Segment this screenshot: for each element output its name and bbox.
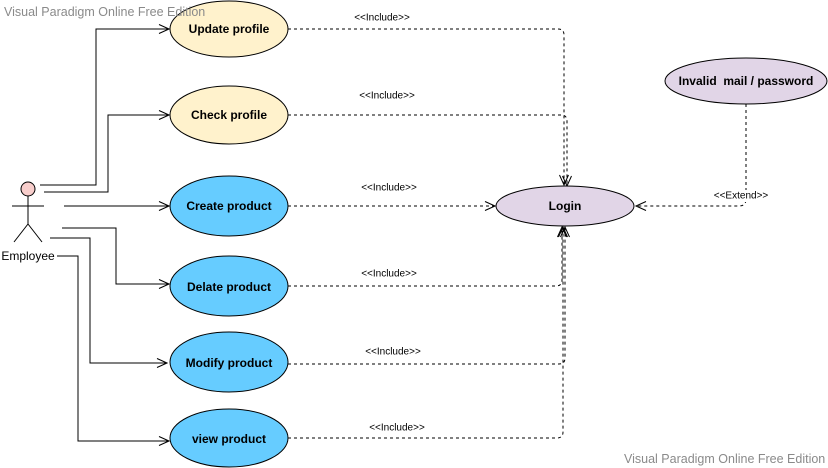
- use-case-shape: [169, 175, 289, 237]
- use-case-shape: [664, 57, 828, 105]
- use-case-shape: [169, 0, 289, 58]
- relationship-labels: <<Include>> <<Include>> <<Include>> <<In…: [354, 13, 772, 434]
- use-case-shape: [495, 185, 635, 227]
- actor-right-leg: [27, 223, 43, 243]
- include-line-update-profile: [288, 28, 564, 185]
- include-label-delate-product: <<Include>>: [361, 269, 417, 280]
- associations: [40, 29, 169, 441]
- include-line-delate-product: [288, 227, 562, 287]
- include-line-check-profile: [288, 114, 567, 186]
- use-case-label: Invalid mail / password: [679, 74, 814, 88]
- extend-label-invalid-mail-password: <<Extend>>: [714, 191, 769, 202]
- use-case-label: Login: [549, 199, 582, 213]
- actor-left-leg: [13, 223, 29, 243]
- use-case-create-product: Create product: [169, 175, 289, 237]
- association-line-delate-product: [62, 227, 169, 284]
- include-line-modify-product: [288, 227, 565, 365]
- use-case-delate-product: Delate product: [169, 255, 289, 317]
- use-case-check-profile: Check profile: [169, 85, 289, 145]
- dependencies: [288, 28, 747, 439]
- use-case-shape: [169, 85, 289, 145]
- use-case-shape: [169, 255, 289, 317]
- use-case-label: Create product: [186, 199, 271, 213]
- use-case-shape: [169, 408, 289, 468]
- actor-head: [20, 181, 36, 197]
- extend-label-background: [711, 190, 772, 202]
- association-line-modify-product: [50, 237, 167, 363]
- association-line-check-profile: [44, 115, 169, 193]
- include-label-create-product: <<Include>>: [361, 183, 417, 194]
- include-label-modify-product: <<Include>>: [365, 347, 421, 358]
- use-case-login: Login: [495, 185, 635, 227]
- watermark-bottom: Visual Paradigm Online Free Edition: [624, 452, 825, 466]
- include-label-update-profile: <<Include>>: [354, 13, 410, 24]
- include-label-check-profile: <<Include>>: [359, 91, 415, 102]
- use-case-label: view product: [192, 432, 266, 446]
- use-case-label: Modify product: [186, 356, 273, 370]
- use-case-update-profile: Update profile: [169, 0, 289, 58]
- watermark-top: Visual Paradigm Online Free Edition: [4, 5, 205, 19]
- include-line-view-product: [288, 227, 563, 439]
- use-case-view-product: view product: [169, 408, 289, 468]
- include-label-view-product: <<Include>>: [369, 423, 425, 434]
- actor-employee: Employee: [1, 181, 55, 263]
- use-case-label: Delate product: [187, 280, 271, 294]
- actor-label: Employee: [1, 249, 55, 263]
- association-line-update-profile: [40, 29, 169, 186]
- use-case-shape: [169, 331, 289, 393]
- association-line-view-product: [57, 255, 169, 441]
- use-case-label: Update profile: [189, 22, 270, 36]
- use-case-invalid-mail-password: Invalid mail / password: [664, 57, 828, 105]
- use-case-modify-product: Modify product: [169, 331, 289, 393]
- use-case-label: Check profile: [191, 108, 267, 122]
